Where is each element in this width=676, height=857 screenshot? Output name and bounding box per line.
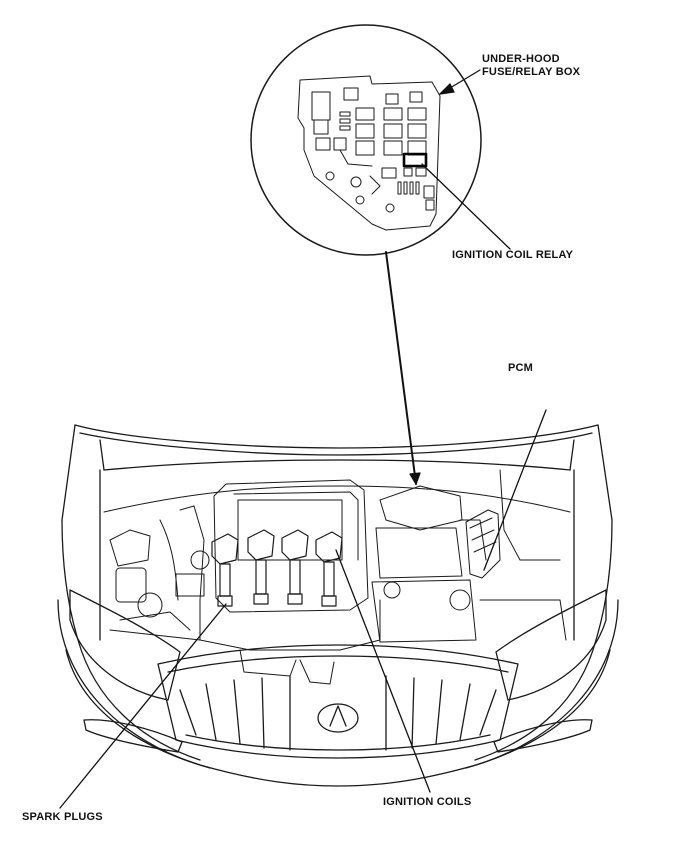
engine-bay xyxy=(103,469,571,685)
leader-lines xyxy=(59,69,547,809)
fuse-relay-box xyxy=(297,75,441,231)
fuse-box-label-line2: FUSE/RELAY BOX xyxy=(482,66,581,78)
fuse-box-label-line1: UNDER-HOOD xyxy=(482,53,560,65)
pcm-label: PCM xyxy=(508,362,534,374)
spark-plugs-label: SPARK PLUGS xyxy=(22,811,103,823)
ignition-coil-3 xyxy=(281,529,309,605)
fuse-box-magnifier xyxy=(250,24,482,256)
ignition-coil-4 xyxy=(315,531,343,607)
ignition-coil-relay-highlight xyxy=(402,152,428,168)
ignition-coils-label: IGNITION COILS xyxy=(383,796,472,808)
car-body xyxy=(57,424,619,787)
ignition-coil-relay-label: IGNITION COIL RELAY xyxy=(452,249,574,261)
ignition-coil-2 xyxy=(247,529,275,605)
ignition-coils xyxy=(211,529,343,607)
